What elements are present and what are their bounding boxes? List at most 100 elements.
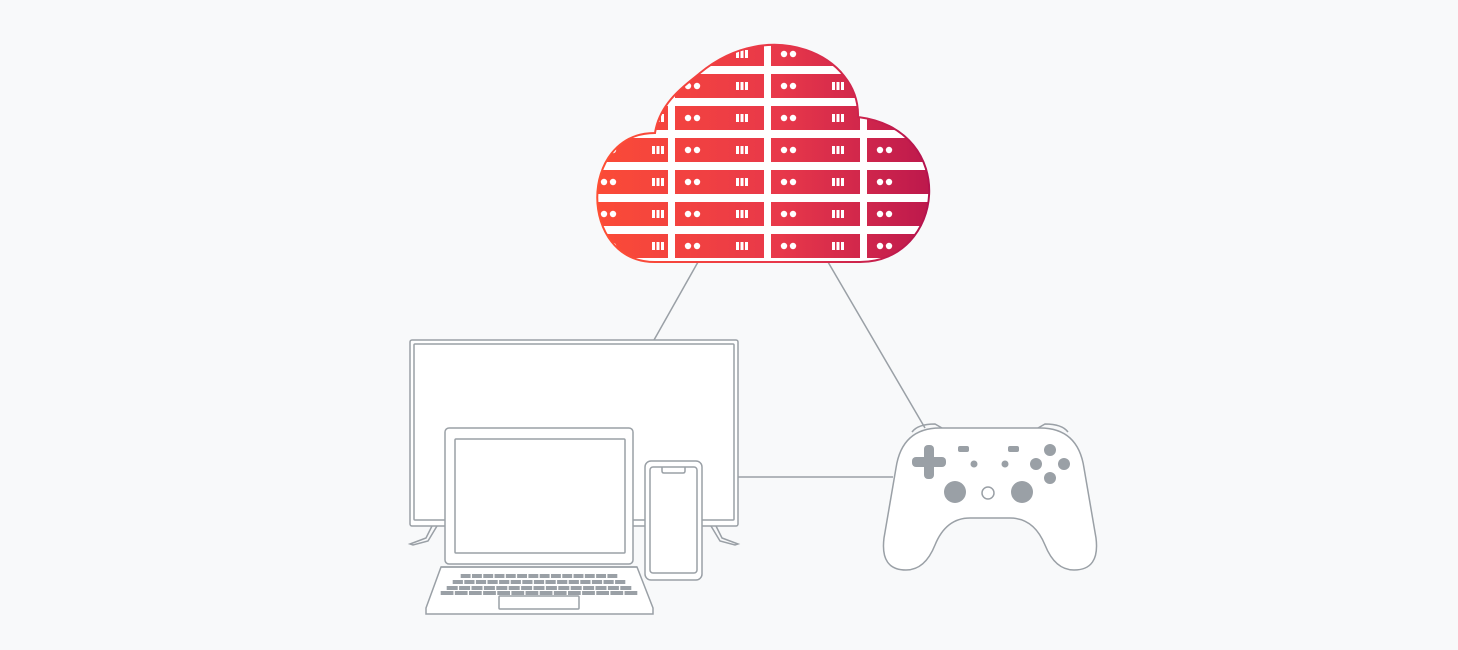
rack-row-gap <box>597 98 930 106</box>
keyboard-key <box>615 580 626 584</box>
keyboard-key <box>487 580 498 584</box>
keyboard-key <box>603 580 614 584</box>
server-unit <box>781 274 844 282</box>
keyboard-key <box>533 580 545 584</box>
keyboard-key <box>508 586 520 590</box>
rack-row-gap <box>597 194 930 202</box>
keyboard-key <box>460 574 471 578</box>
home-button-icon <box>981 486 995 500</box>
keyboard-key <box>521 586 533 590</box>
server-unit <box>780 242 844 250</box>
server-unit <box>780 114 844 122</box>
server-unit <box>600 178 664 186</box>
keyboard-key <box>446 586 458 590</box>
server-unit <box>780 82 844 90</box>
keyboard-key <box>533 586 545 590</box>
keyboard-key <box>582 591 595 595</box>
keyboard-key <box>620 586 632 590</box>
keyboard-key <box>459 586 471 590</box>
keyboard-key <box>483 591 496 595</box>
keyboard-key <box>624 591 638 595</box>
dpad-icon <box>912 445 946 479</box>
keyboard-key <box>568 580 579 584</box>
keyboard-key <box>539 574 550 578</box>
keyboard-key <box>607 586 619 590</box>
laptop-trackpad <box>498 595 580 610</box>
keyboard-key <box>464 580 475 584</box>
face-buttons-icon <box>1030 444 1070 484</box>
keyboard-key <box>584 574 595 578</box>
controller-small-button-left <box>970 460 978 468</box>
laptop-icon <box>425 427 654 615</box>
rack-row-gap <box>597 162 930 170</box>
keyboard-key <box>595 586 607 590</box>
keyboard-key <box>558 586 570 590</box>
keyboard-key <box>452 580 463 584</box>
server-unit <box>780 146 844 154</box>
server-unit <box>876 178 930 186</box>
game-controller-icon <box>882 423 1098 571</box>
rack-row-gap <box>597 130 930 138</box>
keyboard-key <box>550 574 561 578</box>
connector-cloud-to-controller <box>827 261 926 429</box>
keyboard-key <box>483 586 495 590</box>
keyboard-key <box>522 580 533 584</box>
keyboard-key <box>591 580 603 584</box>
server-unit <box>877 274 940 282</box>
controller-small-button-right <box>1001 460 1009 468</box>
controller-shoulder-right <box>1037 423 1069 433</box>
cloud-fill <box>597 44 930 262</box>
keyboard-key <box>562 574 573 578</box>
keyboard-key <box>553 591 567 595</box>
connector-cloud-to-devices <box>653 261 699 341</box>
keyboard-key <box>517 574 528 578</box>
server-unit <box>600 82 664 90</box>
server-unit <box>600 210 664 218</box>
keyboard-key <box>539 591 553 595</box>
rack-column-gap <box>860 44 867 262</box>
server-unit <box>600 114 664 122</box>
keyboard-key <box>596 591 610 595</box>
rack-row-gap <box>597 226 930 234</box>
keyboard-key <box>510 580 521 584</box>
server-unit <box>601 274 664 282</box>
keyboard-key <box>596 574 607 578</box>
keyboard-key <box>573 574 584 578</box>
right-thumbstick-icon <box>1011 481 1033 503</box>
keyboard-key <box>583 586 595 590</box>
keyboard-key <box>496 586 508 590</box>
rack-row-gap <box>597 66 930 74</box>
tv-stand-left <box>407 525 438 546</box>
server-unit <box>684 178 748 186</box>
cloud-outline <box>596 44 931 263</box>
keyboard-key <box>499 580 510 584</box>
devices-icon <box>407 339 741 615</box>
tv-stand-right <box>710 525 741 546</box>
keyboard-key <box>610 591 624 595</box>
keyboard-key <box>545 580 556 584</box>
keyboard-key <box>570 586 582 590</box>
keyboard-key <box>545 586 557 590</box>
keyboard-key <box>525 591 539 595</box>
laptop-keyboard <box>440 574 638 595</box>
phone-notch <box>661 467 686 474</box>
keyboard-key <box>483 574 494 578</box>
rack-row-gap <box>597 258 930 262</box>
rack-column-gap <box>668 44 675 262</box>
keyboard-key <box>580 580 591 584</box>
keyboard-key <box>528 574 539 578</box>
server-unit <box>684 242 748 250</box>
server-unit <box>876 50 930 58</box>
keyboard-key <box>497 591 511 595</box>
keyboard-key <box>567 591 581 595</box>
server-unit <box>876 114 930 122</box>
keyboard-key <box>505 574 516 578</box>
laptop-screen <box>454 438 626 554</box>
cloud-server-icon <box>596 44 940 282</box>
server-unit <box>780 210 844 218</box>
keyboard-key <box>454 591 468 595</box>
server-unit <box>600 50 664 58</box>
server-unit <box>780 178 844 186</box>
